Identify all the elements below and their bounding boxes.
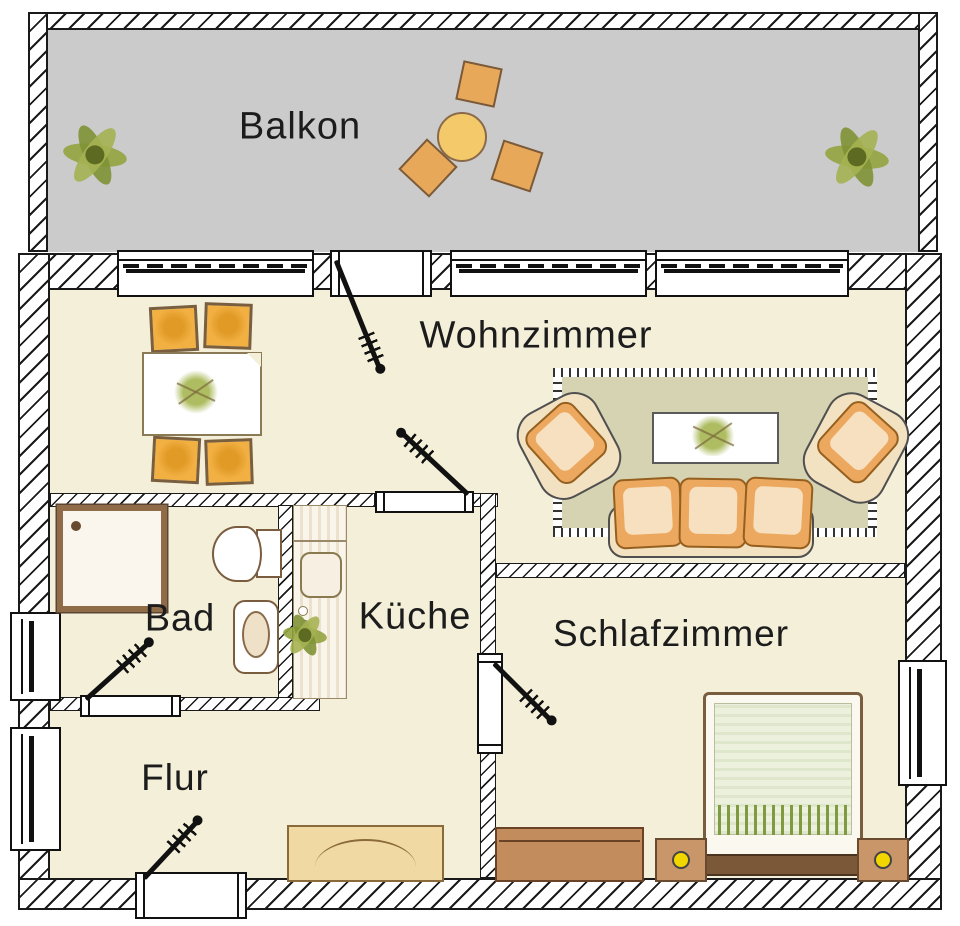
- sofa: [608, 476, 814, 558]
- plant-icon: [61, 121, 129, 189]
- dining-chair: [148, 304, 200, 354]
- window-bedroom: [898, 660, 947, 786]
- kitchen-door: [375, 491, 474, 513]
- nightstand: [655, 838, 707, 882]
- dining-chair: [204, 438, 254, 486]
- balcony-table: [437, 112, 487, 162]
- room-label-flur: Flur: [141, 757, 209, 798]
- bathroom-sink: [233, 600, 279, 674]
- room-label-schlafzimmer: Schlafzimmer: [552, 613, 790, 654]
- kitchen-counter: [293, 505, 347, 699]
- balcony-stool: [455, 60, 503, 108]
- room-label-bad: Bad: [144, 597, 216, 640]
- nightstand: [857, 838, 909, 882]
- room-label-kueche: Küche: [358, 595, 472, 638]
- bed-headboard: [699, 854, 865, 876]
- window-living-room-3: [655, 250, 849, 297]
- dining-chair: [150, 435, 202, 485]
- kitchen-plant-icon: [282, 611, 328, 659]
- plant-icon: [823, 123, 891, 191]
- coffee-table-plant-icon: [685, 416, 741, 456]
- kitchen-sink: [300, 552, 342, 598]
- dining-chair: [203, 302, 253, 350]
- window-hall: [10, 727, 61, 851]
- balcony-wall-right: [918, 12, 938, 252]
- bath-door: [80, 695, 181, 717]
- bed: [703, 692, 863, 864]
- window-living-room-2: [450, 250, 647, 297]
- table-plant-icon: [170, 368, 222, 416]
- bedroom-dresser: [495, 827, 644, 882]
- room-label-balkon: Balkon: [238, 105, 362, 148]
- entrance-door: [135, 872, 247, 919]
- rug-fringe-top: [553, 368, 877, 377]
- window-bath: [10, 612, 61, 701]
- wall-bath-kitchen-top: [50, 493, 375, 507]
- wall-living-bedroom: [496, 563, 905, 578]
- toilet: [212, 526, 262, 582]
- hall-sideboard: [287, 825, 444, 882]
- window-living-room-1: [117, 250, 314, 297]
- balcony-wall-left: [28, 12, 48, 252]
- balcony-wall-top: [28, 12, 938, 30]
- shower: [57, 505, 167, 612]
- exterior-wall-right: [905, 253, 942, 910]
- room-label-wohnzimmer: Wohnzimmer: [419, 314, 653, 357]
